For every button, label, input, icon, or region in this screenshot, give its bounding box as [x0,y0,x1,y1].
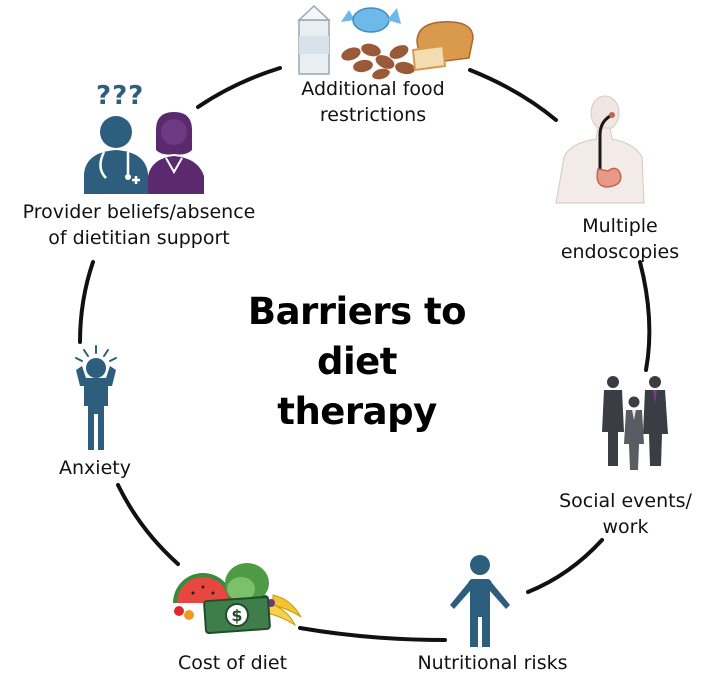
doctor-icon [84,116,148,194]
ring-arc-cost-anxiety [116,483,180,566]
business-people-icon [602,376,668,470]
label-nutritional-line-1: Nutritional risks [417,652,568,674]
label-food-line-1: Additional food [301,78,445,100]
title-line-2: diet therapy [277,340,437,433]
question-marks-icon: ??? [96,81,144,111]
label-provider-beliefs: Provider beliefs/absence of dietitian su… [0,199,278,251]
anxious-person-icon [75,345,117,450]
label-anxiety: Anxiety [45,455,145,481]
label-food-restrictions: Additional food restrictions [287,76,459,128]
bananas-icon [266,594,302,627]
ring-arc-endoscopies-social [638,260,652,372]
food-items-icon [297,4,474,80]
label-provider-line-1: Provider beliefs/absence [22,201,256,223]
provider-patient-icon: ??? [84,81,204,194]
bread-icon [411,21,474,72]
label-endoscopies-line-2: endoscopies [560,241,680,263]
label-cost-line-1: Cost of diet [177,652,288,674]
ring-arc-social-nutritional [526,538,604,594]
patient-icon [148,112,204,194]
label-cost-of-diet: Cost of diet [160,650,305,676]
milk-carton-icon [297,4,331,75]
label-anxiety-line-1: Anxiety [59,457,131,479]
ring-arc-provider-food [196,66,282,109]
ring-arc-anxiety-provider [78,260,95,344]
watermelon-icon [173,573,233,603]
produce-and-money-icon: $ [173,563,302,634]
candy-icon [341,7,401,33]
ring-arc-nutritional-cost [298,626,447,642]
label-provider-line-2: of dietitian support [48,227,230,249]
person-icon [450,555,510,647]
stomach-icon [596,167,622,188]
label-social-events: Social events/ work [553,488,698,540]
dollar-symbol: $ [231,606,242,625]
money-bill-icon: $ [203,596,271,634]
label-nutritional-risks: Nutritional risks [405,650,580,676]
label-social-line-1: Social events/ [559,490,692,512]
diagram-title: Barriers to diet therapy [232,287,482,437]
almonds-icon [341,43,415,80]
endoscopy-torso-icon [555,95,645,204]
label-endoscopies-line-1: Multiple [582,215,658,237]
label-endoscopies: Multiple endoscopies [555,213,685,265]
label-food-line-2: restrictions [319,104,427,126]
lettuce-icon [225,563,269,603]
title-line-1: Barriers to [247,290,467,333]
label-social-line-2: work [602,516,649,538]
ring-arc-food-endoscopies [468,68,558,122]
